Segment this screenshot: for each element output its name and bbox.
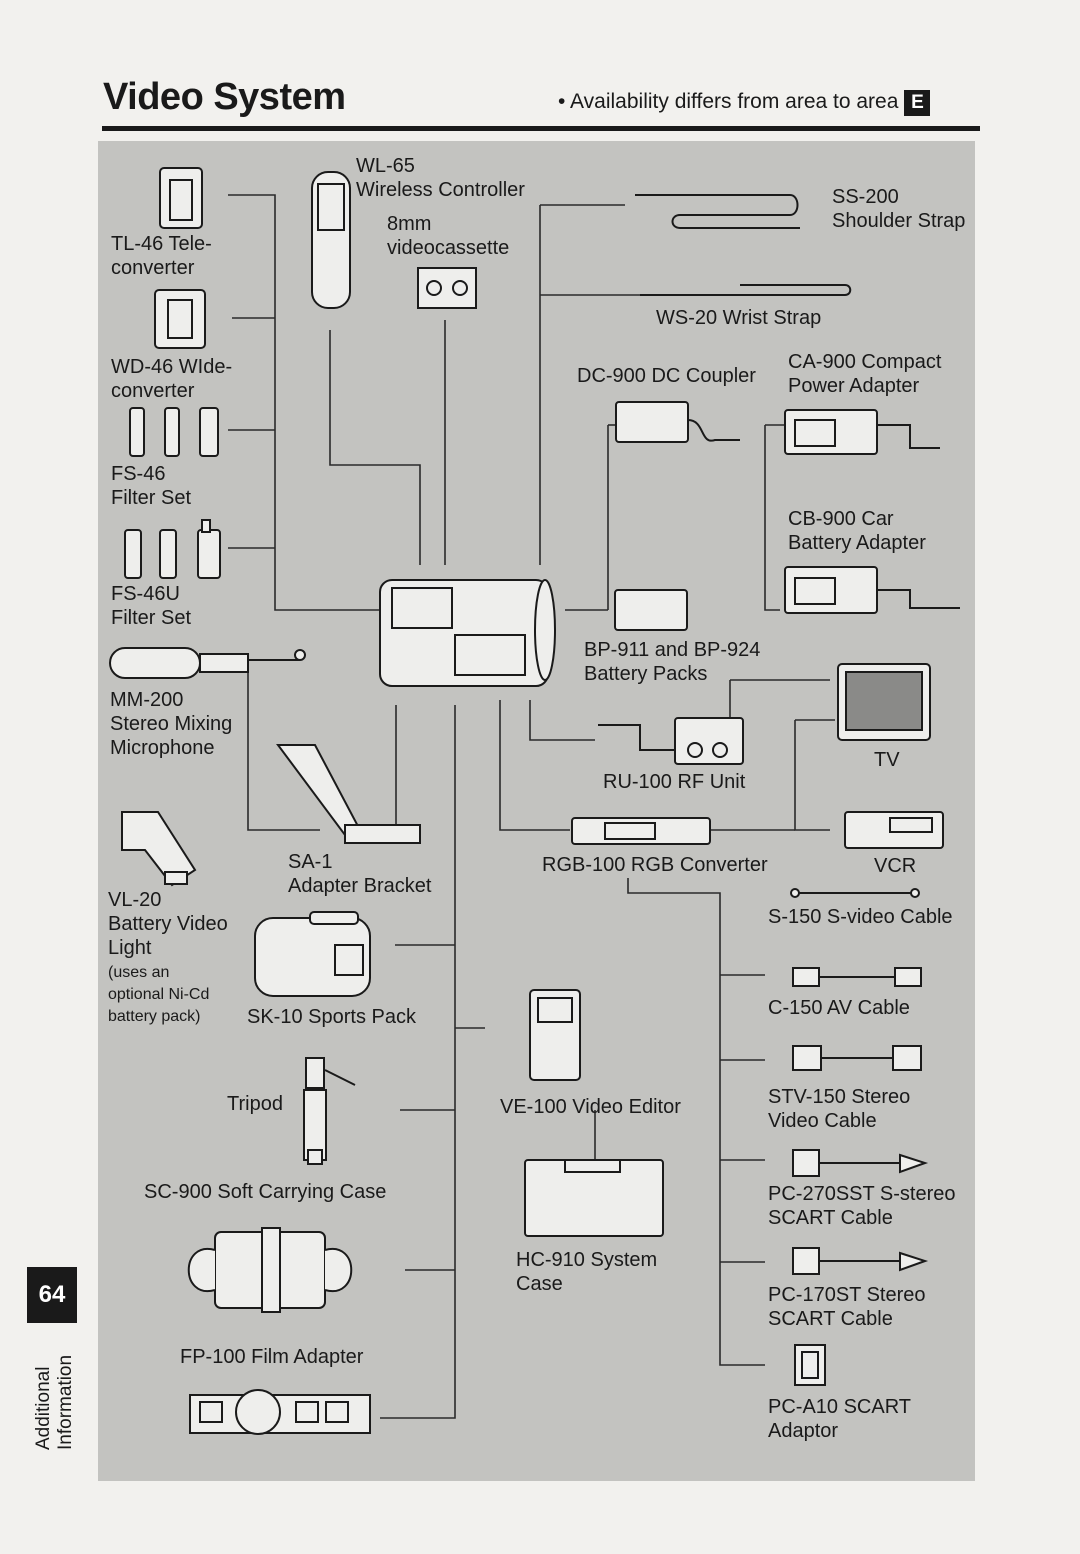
stereo-video-cable-icon xyxy=(792,1045,922,1071)
title-rule xyxy=(102,126,980,131)
system-case-icon xyxy=(524,1159,664,1237)
video-light-icon xyxy=(121,811,197,887)
label-tv: TV xyxy=(874,749,900,771)
tripod-icon xyxy=(303,1057,356,1165)
label-bp911: BP-911 and BP-924 Battery Packs xyxy=(584,639,761,685)
s-video-cable-icon xyxy=(790,888,920,898)
label-fs46u: FS-46U Filter Set xyxy=(111,583,192,629)
label-s150: S-150 S-video Cable xyxy=(768,906,953,928)
shoulder-strap-icon xyxy=(635,194,800,229)
camcorder-icon xyxy=(379,579,556,687)
power-adapter-icon xyxy=(784,409,940,455)
wireless-controller-icon xyxy=(311,171,351,309)
car-battery-adapter-icon xyxy=(784,566,960,614)
availability-note-text: • Availability differs from area to area xyxy=(558,90,899,113)
label-fp100: FP-100 Film Adapter xyxy=(180,1346,364,1368)
filter-set-icon xyxy=(129,407,219,457)
label-vcr: VCR xyxy=(874,855,917,877)
cable-icons xyxy=(790,888,929,1386)
availability-note: • Availability differs from area to area… xyxy=(558,90,931,116)
rgb-converter-icon xyxy=(571,817,711,845)
label-rgb100: RGB-100 RGB Converter xyxy=(542,854,768,876)
label-vl20-note: (uses an optional Ni-Cd battery pack) xyxy=(108,964,210,1025)
label-hc910: HC-910 System Case xyxy=(516,1249,658,1295)
label-cb900: CB-900 Car Battery Adapter xyxy=(788,508,926,554)
sports-pack-icon xyxy=(254,911,371,997)
label-ca900: CA-900 Compact Power Adapter xyxy=(788,351,942,397)
label-c150: C-150 AV Cable xyxy=(768,997,910,1019)
label-tl46: TL-46 Tele- converter xyxy=(111,233,212,279)
label-ru100: RU-100 RF Unit xyxy=(603,771,746,793)
label-fs46: FS-46 Filter Set xyxy=(111,463,192,509)
dc-coupler-icon xyxy=(615,401,740,443)
label-pca10: PC-A10 SCART Adaptor xyxy=(768,1396,912,1442)
label-wl65: WL-65 Wireless Controller xyxy=(356,155,525,201)
label-ve100: VE-100 Video Editor xyxy=(500,1096,681,1118)
vcr-icon xyxy=(844,811,944,849)
soft-carrying-case-icon xyxy=(187,1227,353,1313)
label-dc900: DC-900 DC Coupler xyxy=(577,365,756,387)
label-wd46: WD-46 WIde- converter xyxy=(111,356,233,402)
label-vl20: VL-20 Battery Video Light xyxy=(108,889,228,959)
label-tripod: Tripod xyxy=(227,1093,283,1115)
tv-icon xyxy=(837,663,931,741)
page-title: Video System xyxy=(103,76,346,118)
label-stv150: STV-150 Stereo Video Cable xyxy=(768,1086,911,1132)
filter-set-u-icon xyxy=(124,519,221,579)
label-mm200: MM-200 Stereo Mixing Microphone xyxy=(110,689,233,759)
videocassette-icon xyxy=(417,267,477,309)
battery-pack-icon xyxy=(614,589,688,631)
rf-unit-icon xyxy=(598,717,744,765)
s-stereo-scart-cable-icon xyxy=(792,1149,929,1177)
av-cable-icon xyxy=(792,967,922,987)
tele-converter-icon xyxy=(159,167,203,229)
label-pc270: PC-270SST S-stereo SCART Cable xyxy=(768,1183,956,1229)
label-sa1: SA-1 Adapter Bracket xyxy=(288,851,432,897)
page-number-tab: 64 xyxy=(27,1267,77,1323)
label-sk10: SK-10 Sports Pack xyxy=(247,1006,416,1028)
label-pc170: PC-170ST Stereo SCART Cable xyxy=(768,1284,926,1330)
label-videocassette: 8mm videocassette xyxy=(387,213,510,259)
scart-adaptor-icon xyxy=(794,1344,826,1386)
label-ss200: SS-200 Shoulder Strap xyxy=(832,186,966,232)
video-editor-icon xyxy=(529,989,581,1081)
label-ws20: WS-20 Wrist Strap xyxy=(656,307,822,329)
film-adapter-icon xyxy=(189,1389,371,1435)
connector-lines xyxy=(228,194,835,1419)
wrist-strap-icon xyxy=(640,284,852,296)
microphone-icon xyxy=(109,647,306,679)
section-label: Additional Information xyxy=(33,1354,76,1450)
stereo-scart-cable-icon xyxy=(792,1247,929,1275)
wide-converter-icon xyxy=(154,289,206,349)
area-badge: E xyxy=(904,90,931,116)
adapter-bracket-icon xyxy=(276,744,421,844)
label-sc900: SC-900 Soft Carrying Case xyxy=(144,1181,387,1203)
